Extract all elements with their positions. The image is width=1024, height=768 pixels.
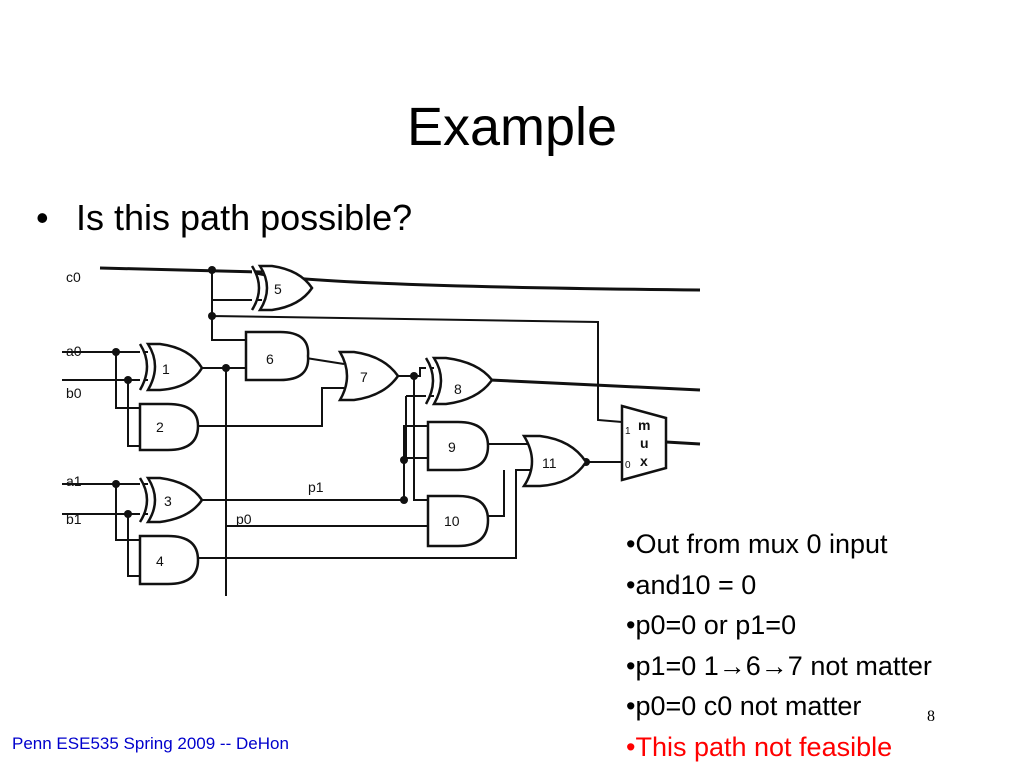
gate-3-xor (138, 476, 204, 524)
wire-b1 (62, 513, 148, 577)
gate-10-and (426, 494, 490, 548)
wire-c0 (99, 266, 701, 292)
junction-dot (124, 376, 132, 384)
junction-dot (400, 496, 408, 504)
mux-block (620, 404, 668, 482)
note-item: •Out from mux 0 input (626, 529, 888, 559)
label-b1: b1 (66, 511, 82, 527)
gate-label-3: 3 (164, 493, 172, 509)
gate-5-xor (250, 264, 314, 312)
wire-c0-branch (211, 270, 623, 423)
note-item: •p1=0 1→6→7 not matter (626, 650, 932, 681)
gate-label-1: 1 (162, 361, 170, 377)
gate-label-4: 4 (156, 553, 164, 569)
gate-6-and (244, 330, 310, 382)
gate-2-and (138, 402, 200, 452)
gate-4-and (138, 534, 200, 586)
bullet-symbol: • (36, 197, 49, 238)
junction-dot (208, 312, 216, 320)
junction-dot (222, 364, 230, 372)
label-a1: a1 (66, 473, 82, 489)
notes-list: •Out from mux 0 input •and10 = 0 •p0=0 o… (626, 524, 932, 767)
label-p0: p0 (236, 511, 252, 527)
gate-7-xor (337, 350, 400, 402)
junction-dot (112, 348, 120, 356)
label-c0: c0 (66, 269, 81, 285)
mux-label-m: m (638, 417, 650, 433)
wire-g8-out (489, 378, 701, 392)
mux-input-1-label: 1 (625, 426, 631, 437)
wire-a0 (62, 351, 148, 409)
junction-dot (112, 480, 120, 488)
gate-1-xor (138, 342, 204, 392)
bullet-text: Is this path possible? (76, 197, 413, 238)
wire-g10-out (488, 470, 505, 517)
wire-mux-out (665, 440, 701, 446)
conclusion-note: •This path not feasible (626, 731, 893, 762)
junction-dot (124, 510, 132, 518)
gate-label-10: 10 (444, 513, 460, 529)
gate-label-9: 9 (448, 439, 456, 455)
footer-text: Penn ESE535 Spring 2009 -- DeHon (12, 734, 289, 753)
gate-8-xor (424, 356, 494, 406)
gate-label-2: 2 (156, 419, 164, 435)
junction-dot (410, 372, 418, 380)
mux-label-x: x (640, 453, 648, 469)
label-b0: b0 (66, 385, 82, 401)
note-item: •p0=0 or p1=0 (626, 610, 797, 640)
label-p1: p1 (308, 479, 324, 495)
gate-label-11: 11 (542, 455, 557, 471)
slide-number: 8 (927, 708, 935, 725)
note-item: •and10 = 0 (626, 569, 757, 600)
main-bullet: • Is this path possible? (36, 200, 412, 236)
wire-b0 (62, 379, 148, 447)
junction-dot (400, 456, 408, 464)
gate-label-8: 8 (454, 381, 462, 397)
label-a0: a0 (66, 343, 82, 359)
wire-g6-out (305, 357, 345, 365)
wire-g4-out (196, 469, 532, 559)
gate-9-and (426, 420, 490, 472)
wire-g2-out (196, 387, 344, 427)
gate-label-5: 5 (274, 281, 282, 297)
slide-title: Example (406, 97, 618, 157)
gate-11-or (521, 434, 588, 488)
mux-label-u: u (640, 435, 649, 451)
note-item: •p0=0 c0 not matter (626, 691, 862, 721)
mux-input-0-label: 0 (625, 460, 631, 471)
junction-dot (208, 266, 216, 274)
gate-label-7: 7 (360, 369, 368, 385)
wire-a1 (62, 483, 148, 541)
gate-label-6: 6 (266, 351, 274, 367)
